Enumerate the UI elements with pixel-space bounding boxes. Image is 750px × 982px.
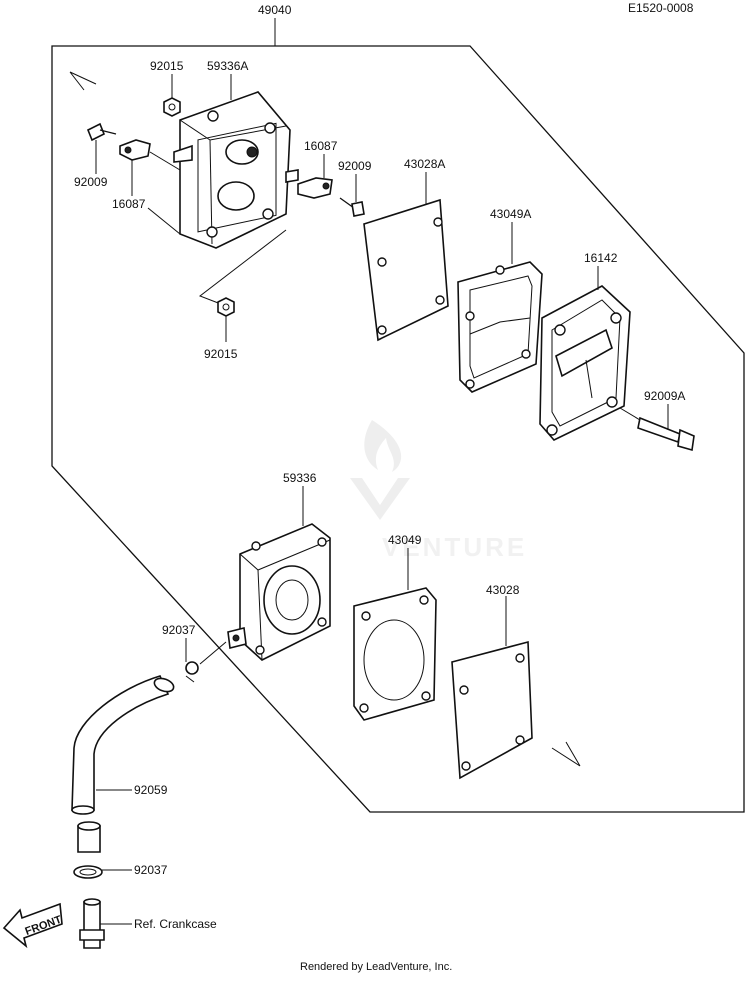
footer-credit: Rendered by LeadVenture, Inc. (300, 961, 452, 973)
assembly-outline (51, 45, 745, 813)
front-arrow: FRONT (2, 902, 64, 949)
gasket-43028 (451, 640, 533, 780)
clip-92037-top (185, 661, 199, 683)
label-43049: 43049 (388, 533, 422, 547)
label-92015-bottom: 92015 (204, 347, 238, 361)
diagram-code: E1520-0008 (628, 1, 694, 15)
label-59336a: 59336A (207, 59, 248, 73)
label-92037-bottom: 92037 (134, 863, 168, 877)
label-92037-top: 92037 (162, 623, 196, 637)
screw-92009-right (339, 197, 365, 217)
label-43028: 43028 (486, 583, 520, 597)
nut-92015-top (163, 97, 181, 117)
label-16087-right: 16087 (304, 139, 338, 153)
label-59336: 59336 (283, 471, 317, 485)
label-ref-crankcase: Ref. Crankcase (134, 917, 217, 931)
fitting-16087-left (119, 139, 151, 161)
bolt-92009a (619, 407, 695, 452)
label-92009-left: 92009 (74, 175, 108, 189)
corner-mark-top (69, 71, 97, 91)
hose-sleeve (77, 821, 101, 853)
watermark-logo: VENTURE (350, 420, 527, 562)
pump-body-59336a (173, 91, 299, 249)
watermark-text: VENTURE (382, 532, 527, 562)
label-16142: 16142 (584, 251, 618, 265)
fitting-16087-right (297, 177, 333, 199)
connector-left (149, 151, 181, 171)
hose-92059 (71, 675, 175, 815)
crankcase-fitting (79, 898, 105, 949)
label-92009-right: 92009 (338, 159, 372, 173)
label-92059: 92059 (134, 783, 168, 797)
corner-mark-bottom (551, 741, 581, 767)
diaphragm-43049a (457, 261, 543, 393)
diaphragm-43049 (353, 587, 437, 721)
nut-92015-bottom (217, 297, 235, 317)
label-43049a: 43049A (490, 207, 531, 221)
label-92009a: 92009A (644, 389, 685, 403)
connector-clip (199, 641, 227, 665)
clip-92037-bottom (73, 865, 103, 879)
pump-body-59336 (227, 523, 331, 661)
label-49040: 49040 (258, 3, 292, 17)
gasket-43028a (363, 198, 449, 342)
cover-16142 (539, 285, 631, 441)
screw-92009-left (86, 122, 117, 142)
label-16087-left: 16087 (112, 197, 146, 211)
label-92015-top: 92015 (150, 59, 184, 73)
label-43028a: 43028A (404, 157, 445, 171)
